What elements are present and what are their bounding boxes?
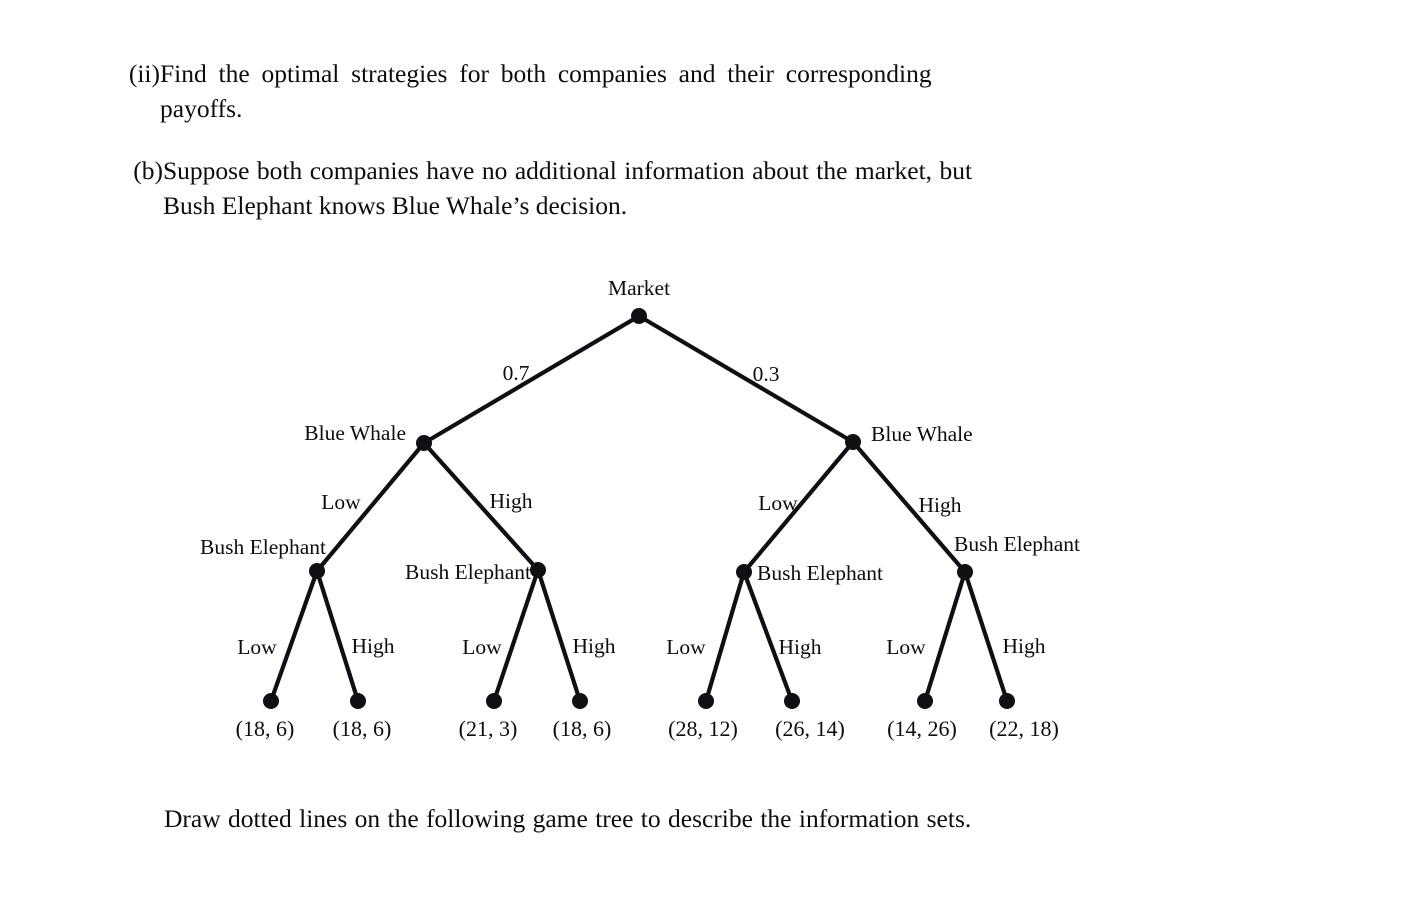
question-line: Bush Elephant knows Blue Whale’s decisio… bbox=[163, 191, 628, 220]
action-label-level3-3: High bbox=[572, 634, 616, 658]
action-label-level2-1: High bbox=[489, 489, 533, 513]
question-marker-b: (b) bbox=[133, 156, 163, 185]
node-terminal-3 bbox=[572, 693, 588, 709]
node-label-bush-elephant-2: Bush Elephant bbox=[757, 561, 883, 585]
question-body-ii: Find the optimal strategies for both com… bbox=[160, 56, 1272, 126]
payoff-label-5: (26, 14) bbox=[775, 716, 845, 741]
node-bush-elephant-0 bbox=[309, 563, 325, 579]
edge-bluewhale-1-high bbox=[850, 439, 968, 575]
question-marker-ii: (ii) bbox=[128, 59, 160, 88]
payoff-label-1: (18, 6) bbox=[332, 716, 392, 741]
node-terminal-2 bbox=[486, 693, 502, 709]
edge-bushelephant-3-low bbox=[922, 569, 968, 704]
action-label-level3-2: Low bbox=[462, 635, 502, 659]
action-label-level3-4: Low bbox=[666, 635, 706, 659]
edge-root-to-bluewhale-1 bbox=[636, 313, 856, 445]
edge-bluewhale-0-low bbox=[314, 440, 427, 574]
node-terminal-1 bbox=[350, 693, 366, 709]
edge-bushelephant-3-high bbox=[962, 569, 1010, 704]
edge-root-to-bluewhale-0 bbox=[421, 313, 642, 446]
question-line: Find the optimal strategies for both com… bbox=[160, 59, 932, 88]
node-label-blue-whale-0: Blue Whale bbox=[304, 421, 406, 445]
node-blue-whale-0 bbox=[416, 435, 432, 451]
edge-probability-label-1: 0.3 bbox=[752, 362, 780, 386]
action-label-level3-0: Low bbox=[237, 635, 277, 659]
question-item-ii: (ii) Find the optimal strategies for bot… bbox=[129, 56, 1272, 126]
question-body-b: Suppose both companies have no additiona… bbox=[163, 153, 1278, 223]
node-label-blue-whale-1: Blue Whale bbox=[871, 422, 973, 446]
closing-instruction: Draw dotted lines on the following game … bbox=[164, 804, 972, 833]
action-label-level2-2: Low bbox=[758, 491, 798, 515]
edge-bushelephant-0-low bbox=[268, 568, 320, 704]
node-bush-elephant-1 bbox=[530, 562, 546, 578]
node-terminal-5 bbox=[784, 693, 800, 709]
edge-bluewhale-1-low bbox=[741, 439, 856, 575]
action-label-level3-5: High bbox=[778, 635, 822, 659]
edge-bushelephant-1-high bbox=[535, 567, 583, 704]
edge-bushelephant-0-high bbox=[314, 568, 361, 704]
question-item-b: (b) Suppose both companies have no addit… bbox=[133, 153, 1278, 223]
node-label-market: Market bbox=[607, 276, 671, 300]
tree-edges bbox=[268, 313, 1010, 704]
tree-nodes bbox=[263, 308, 1015, 709]
action-label-level3-1: High bbox=[351, 634, 395, 658]
action-label-level2-3: High bbox=[918, 493, 962, 517]
edge-bushelephant-2-high bbox=[741, 569, 795, 704]
payoff-label-2: (21, 3) bbox=[458, 716, 518, 741]
node-market-root bbox=[631, 308, 647, 324]
payoff-label-0: (18, 6) bbox=[235, 716, 295, 741]
action-label-level2-0: Low bbox=[321, 490, 361, 514]
payoff-label-7: (22, 18) bbox=[989, 716, 1059, 741]
node-terminal-6 bbox=[917, 693, 933, 709]
edge-bluewhale-0-high bbox=[421, 440, 541, 573]
node-label-bush-elephant-1: Bush Elephant bbox=[405, 560, 531, 584]
question-line: Suppose both companies have no additiona… bbox=[163, 156, 973, 185]
node-bush-elephant-3 bbox=[957, 564, 973, 580]
node-terminal-4 bbox=[698, 693, 714, 709]
payoff-label-4: (28, 12) bbox=[668, 716, 738, 741]
node-blue-whale-1 bbox=[845, 434, 861, 450]
action-label-level3-6: Low bbox=[886, 635, 926, 659]
edge-bushelephant-1-low bbox=[491, 567, 541, 704]
node-terminal-0 bbox=[263, 693, 279, 709]
node-terminal-7 bbox=[999, 693, 1015, 709]
payoff-label-3: (18, 6) bbox=[552, 716, 612, 741]
node-label-bush-elephant-3: Bush Elephant bbox=[954, 532, 1080, 556]
action-label-level3-7: High bbox=[1002, 634, 1046, 658]
edge-probability-label-0: 0.7 bbox=[502, 361, 530, 385]
question-line: payoffs. bbox=[160, 94, 243, 123]
edge-bushelephant-2-low bbox=[703, 569, 747, 704]
node-label-bush-elephant-0: Bush Elephant bbox=[200, 535, 326, 559]
payoff-label-6: (14, 26) bbox=[887, 716, 957, 741]
node-bush-elephant-2 bbox=[736, 564, 752, 580]
